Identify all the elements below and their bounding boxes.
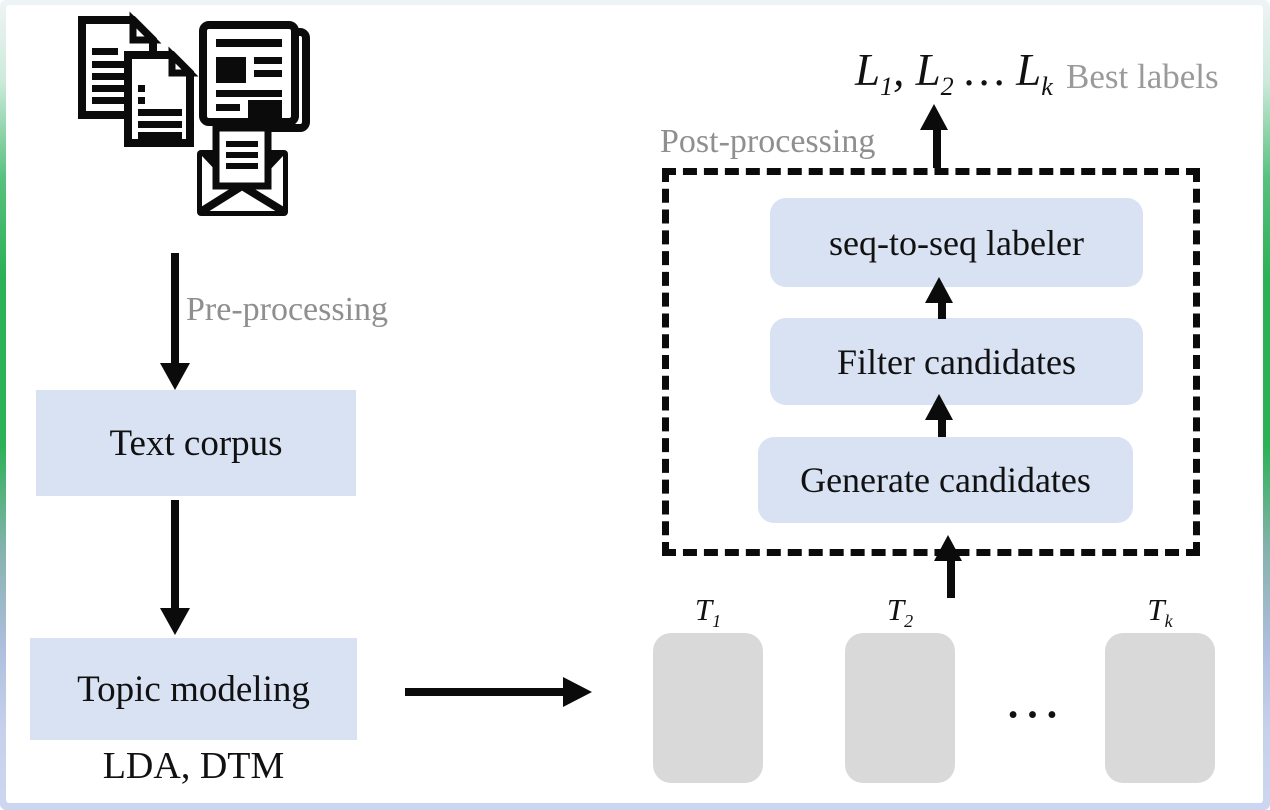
topic-2-base: T [886, 592, 905, 627]
text-corpus-box: Text corpus [36, 390, 356, 496]
label-lk-base: … L [953, 45, 1042, 95]
arrow-shaft [938, 418, 946, 437]
text-corpus-label: Text corpus [109, 422, 283, 464]
arrow-head-right-icon [563, 677, 592, 707]
filter-candidates-label: Filter candidates [837, 341, 1076, 382]
topic-2-label: T2 [845, 592, 955, 632]
output-labels: L1, L2 … Lk [855, 44, 1053, 102]
document-page-icon [124, 46, 199, 147]
topic-1-label: T1 [653, 592, 763, 632]
label-l1-base: L [855, 45, 881, 95]
postprocessing-dashed-box [662, 168, 1200, 556]
arrow-shaft [171, 253, 179, 365]
postprocessing-label: Post-processing [660, 123, 876, 160]
arrow-head-up-icon [934, 535, 962, 561]
topic-k-box [1105, 633, 1215, 783]
document-page-icon [78, 11, 162, 119]
label-l1-sub: 1 [880, 72, 894, 101]
arrow-shaft [933, 128, 941, 168]
topic-modeling-label: Topic modeling [77, 668, 310, 710]
generate-candidates-box: Generate candidates [758, 437, 1133, 523]
arrow-head-up-icon [920, 104, 948, 130]
topics-ellipsis: … [1003, 665, 1067, 730]
preprocessing-label: Pre-processing [186, 291, 389, 328]
topic-models-note: LDA, DTM [102, 745, 285, 787]
filter-candidates-box: Filter candidates [770, 318, 1143, 405]
topic-k-label: Tk [1105, 592, 1215, 632]
arrow-shaft [938, 301, 946, 319]
arrow-head-down-icon [160, 608, 190, 635]
arrow-head-up-icon [925, 277, 953, 303]
topic-1-sub: 1 [712, 611, 722, 632]
arrow-shaft [405, 688, 563, 696]
arrow-head-down-icon [160, 363, 190, 390]
arrow-shaft [171, 500, 179, 608]
label-l2-sub: 2 [940, 72, 954, 101]
topic-k-sub: k [1164, 611, 1173, 632]
best-labels-caption: Best labels [1066, 57, 1219, 96]
topic-modeling-box: Topic modeling [30, 638, 357, 740]
topic-2-box [845, 633, 955, 783]
newspaper-icon [199, 21, 310, 132]
topic-1-base: T [694, 592, 713, 627]
label-lk-sub: k [1041, 72, 1053, 101]
seq-to-seq-labeler-label: seq-to-seq labeler [829, 222, 1084, 263]
documents-stack-icon [78, 11, 310, 216]
topic-2-sub: 2 [904, 611, 914, 632]
topic-1-box [653, 633, 763, 783]
generate-candidates-label: Generate candidates [800, 460, 1091, 500]
arrow-head-up-icon [925, 394, 953, 420]
arrow-shaft [947, 559, 955, 598]
label-l2-base: , L [893, 45, 941, 95]
envelope-letter-icon [197, 120, 288, 216]
seq-to-seq-labeler-box: seq-to-seq labeler [770, 198, 1143, 287]
topic-k-base: T [1147, 592, 1165, 627]
